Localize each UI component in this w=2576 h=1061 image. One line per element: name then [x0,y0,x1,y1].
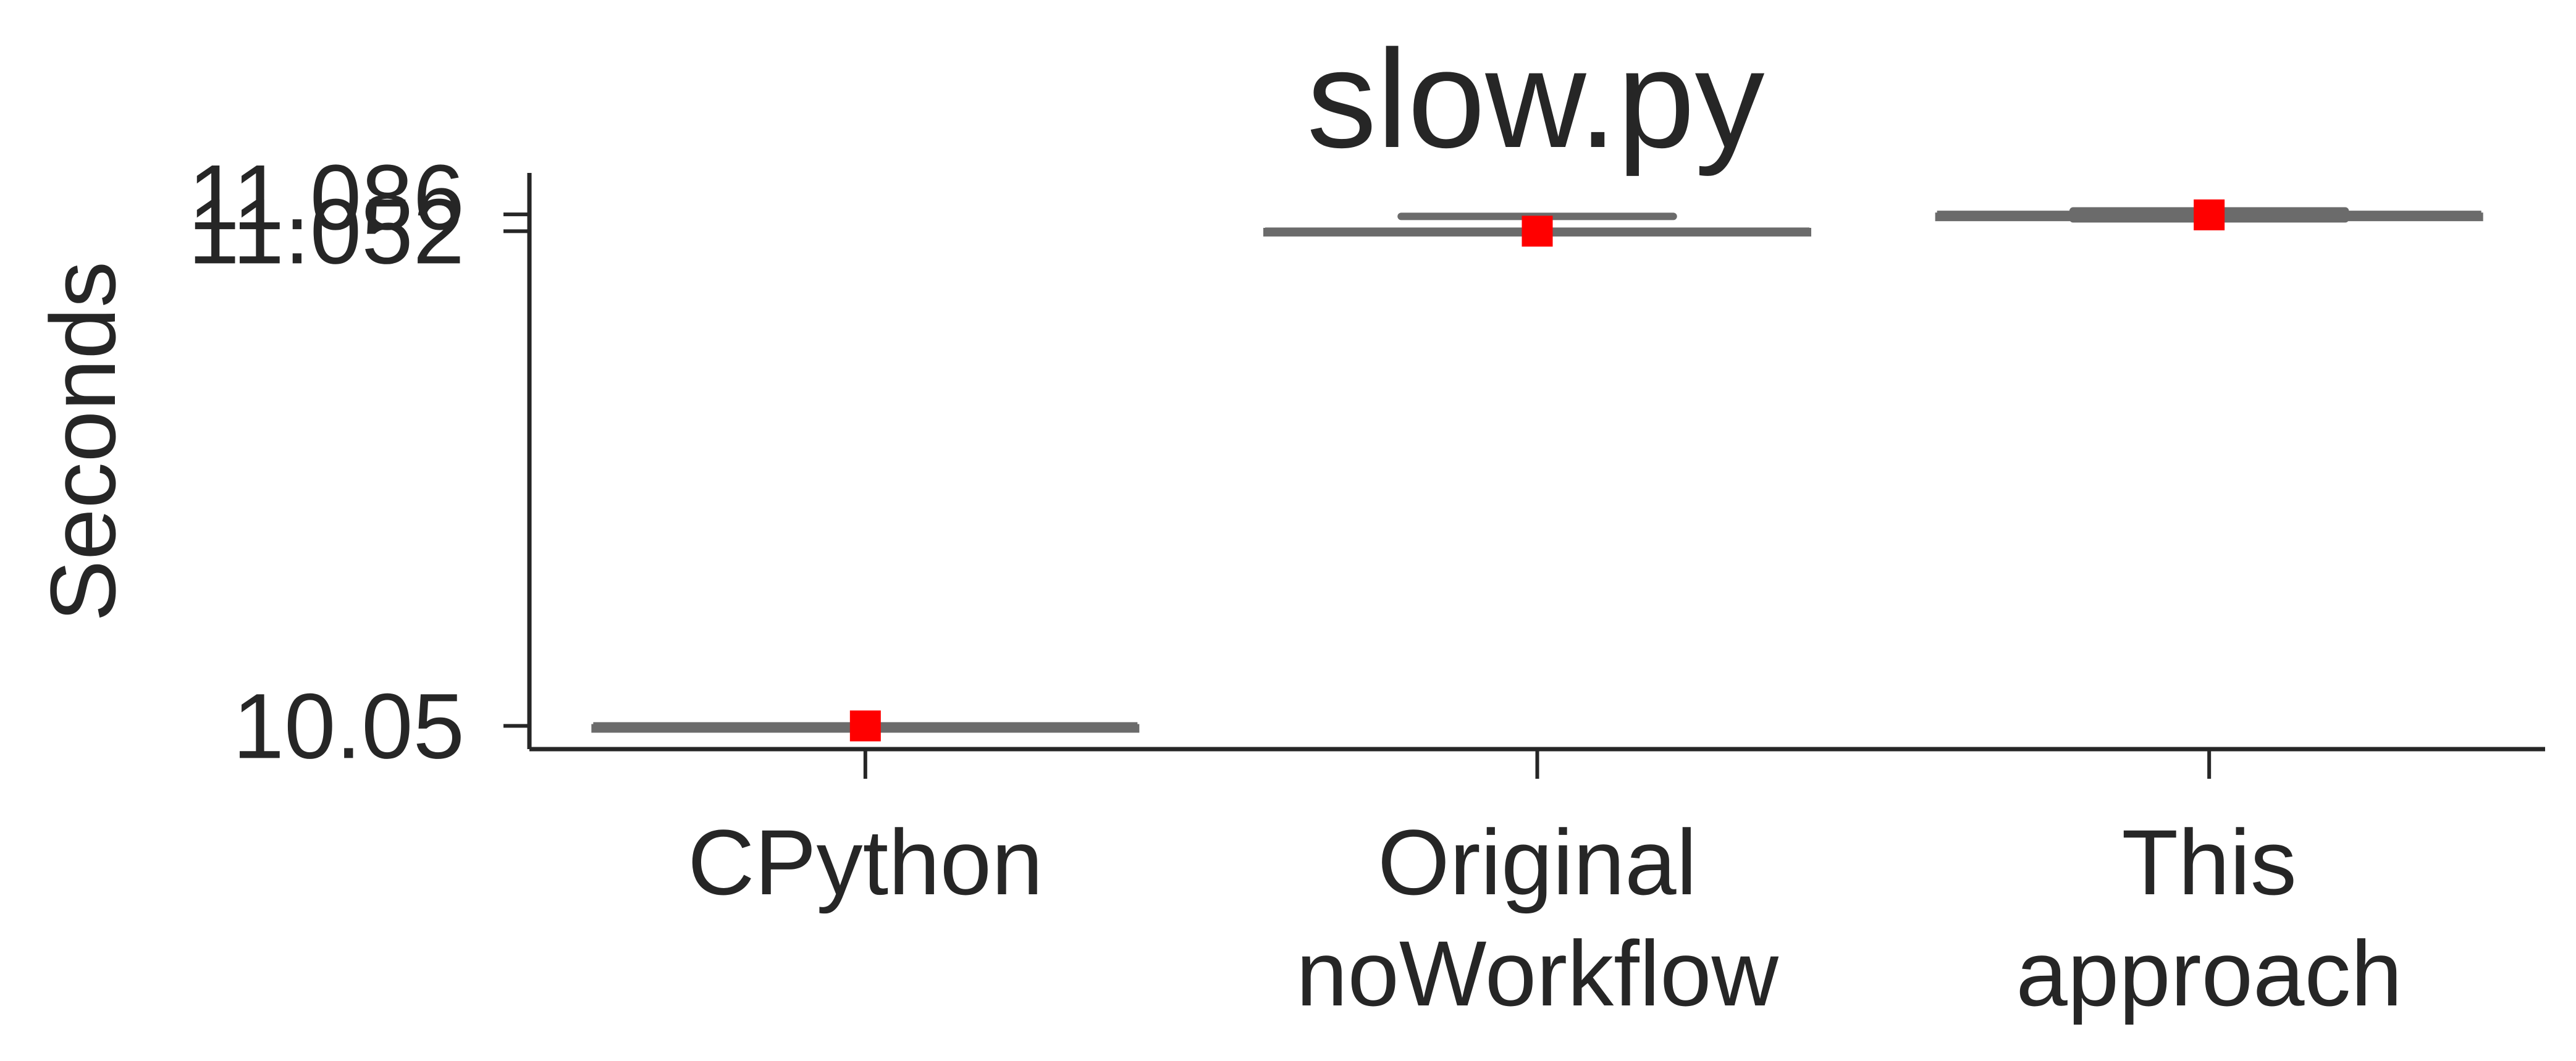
box-mean-marker-2 [2194,199,2225,230]
box-mean-marker-1 [1522,216,1553,247]
box-0 [591,710,1140,742]
x-tick-label-0: CPython [688,810,1043,914]
box-1 [1263,212,1812,247]
axes [527,173,2545,752]
box-mean-marker-0 [849,710,881,742]
box-2 [1935,199,2483,230]
y-tick-label-1: 11.052 [188,179,465,283]
chart-title: slow.py [1307,20,1764,177]
y-tick-label-0: 10.05 [233,674,465,778]
y-axis-label: Seconds [31,261,135,622]
y-tick-label-2: 11.086 [188,145,465,249]
box-plots [591,199,2483,742]
